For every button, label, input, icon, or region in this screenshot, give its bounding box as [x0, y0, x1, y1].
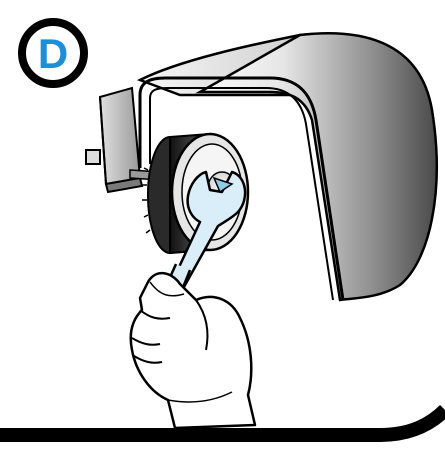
step-badge-icon: D: [18, 18, 88, 88]
step-letter: D: [38, 33, 68, 75]
hand-icon: [131, 273, 255, 428]
